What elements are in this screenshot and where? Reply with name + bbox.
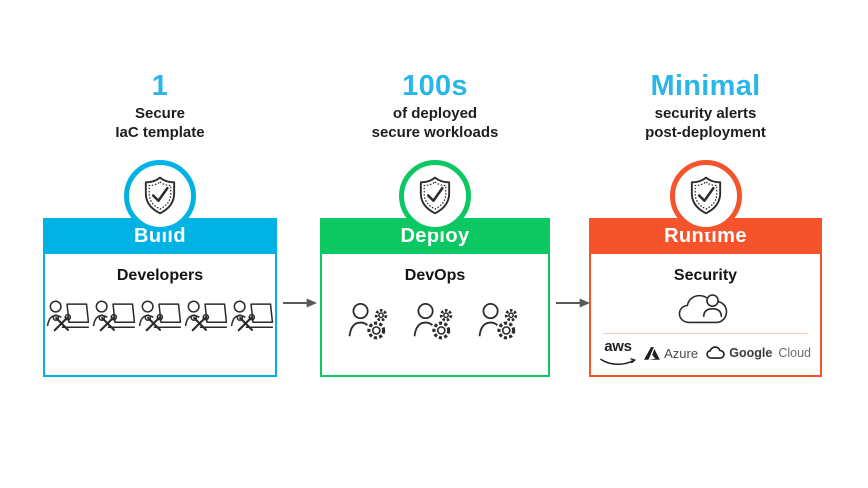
google-cloud-logo: Google Cloud (706, 346, 811, 360)
stage-body-build: Developers (43, 254, 277, 377)
flow-arrow-build-to-deploy (283, 297, 317, 309)
developer-laptop-wrench-icon (46, 298, 90, 336)
stage-metric-runtime: Minimal (650, 70, 761, 102)
cloud-providers-row: aws Azure Google Cloud (600, 339, 811, 367)
stage-metric-caption-deploy: of deployed secure workloads (371, 105, 499, 141)
arrow-right-icon (283, 297, 317, 309)
aws-smile-icon (600, 358, 636, 367)
shield-check-badge-build (124, 160, 196, 232)
cloud-user-icon (677, 288, 735, 329)
providers-divider (603, 333, 808, 334)
stage-header-runtime: Runtime (589, 218, 822, 254)
stage-metric-caption-runtime: security alerts post-deployment (645, 105, 766, 141)
devops-icons-row (322, 300, 548, 342)
azure-mark-icon (644, 347, 660, 360)
stage-column-deploy: 100s of deployed secure workloads Deploy… (320, 0, 550, 488)
google-cloud-logo-text-cloud: Cloud (778, 346, 811, 360)
person-gears-icon (411, 300, 459, 342)
shield-check-badge-runtime (669, 160, 742, 232)
stage-column-build: 1 Secure IaC template Build Developers (43, 0, 277, 488)
stage-metric-caption-build: Secure IaC template (115, 105, 205, 141)
stage-column-runtime: Minimal security alerts post-deployment … (589, 0, 822, 488)
stage-card-deploy: Deploy DevOps (320, 218, 550, 377)
google-cloud-logo-text-google: Google (729, 346, 773, 360)
shield-check-icon (141, 175, 179, 217)
arrow-right-icon (556, 297, 590, 309)
aws-logo-text: aws (604, 338, 632, 355)
stage-metric-deploy: 100s (402, 70, 468, 102)
azure-logo: Azure (644, 346, 698, 361)
developer-laptop-wrench-icon (92, 298, 136, 336)
shield-check-icon (687, 175, 725, 217)
developer-laptop-wrench-icon (138, 298, 182, 336)
role-label-devops: DevOps (404, 267, 466, 284)
stage-card-build: Build Developers (43, 218, 277, 377)
stage-body-runtime: Security aws Azure Google Cloud (589, 254, 822, 377)
shield-check-badge-deploy (399, 160, 471, 232)
stage-metric-build: 1 (151, 70, 169, 102)
shield-check-icon (416, 175, 454, 217)
role-label-developers: Developers (116, 267, 204, 284)
azure-logo-text: Azure (664, 345, 699, 361)
person-gears-icon (346, 300, 394, 342)
stage-card-runtime: Runtime Security aws Azure G (589, 218, 822, 377)
aws-logo: aws (600, 339, 636, 367)
role-label-security: Security (673, 267, 738, 284)
google-cloud-mark-icon (706, 346, 725, 360)
developer-laptop-wrench-icon (230, 298, 274, 336)
developer-laptop-wrench-icon (184, 298, 228, 336)
developer-icons-row (45, 298, 275, 336)
person-gears-icon (476, 300, 524, 342)
flow-arrow-deploy-to-runtime (556, 297, 590, 309)
stage-body-deploy: DevOps (320, 254, 550, 377)
